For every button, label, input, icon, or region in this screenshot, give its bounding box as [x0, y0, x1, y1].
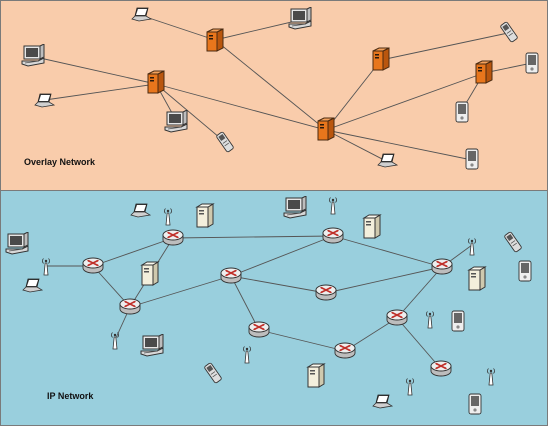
server-icon — [468, 266, 486, 291]
desktop-icon — [21, 44, 45, 67]
router-icon — [430, 360, 452, 377]
pda-icon — [451, 310, 465, 332]
router-icon — [119, 298, 141, 315]
overlay-server-icon — [147, 70, 165, 94]
desktop-icon — [5, 232, 29, 255]
desktop-icon — [288, 7, 312, 30]
desktop-icon — [164, 110, 188, 133]
pda-icon — [468, 393, 482, 415]
router-icon — [162, 229, 184, 246]
overlay-server-icon — [206, 28, 224, 52]
router-icon — [431, 258, 453, 275]
router-icon — [82, 257, 104, 274]
ip-links — [46, 235, 473, 370]
router-icon — [248, 321, 270, 338]
server-icon — [196, 203, 214, 228]
router-icon — [386, 309, 408, 326]
overlay-server-icon — [475, 60, 493, 84]
overlay-server-icon — [372, 47, 390, 71]
server-icon — [363, 214, 381, 239]
desktop-icon — [140, 334, 164, 357]
server-icon — [307, 363, 325, 388]
router-icon — [334, 342, 356, 359]
pda-icon — [455, 101, 469, 123]
overlay-server-icon — [317, 117, 335, 141]
desktop-icon — [283, 196, 307, 219]
overlay-panel-background — [0, 0, 548, 191]
pda-icon — [465, 148, 479, 170]
router-icon — [220, 267, 242, 284]
ip-network-label: IP Network — [47, 391, 94, 401]
pda-icon — [525, 52, 539, 74]
router-icon — [315, 284, 337, 301]
overlay-network-label: Overlay Network — [24, 157, 96, 167]
router-icon — [322, 227, 344, 244]
server-icon — [141, 261, 159, 286]
pda-icon — [518, 260, 532, 282]
